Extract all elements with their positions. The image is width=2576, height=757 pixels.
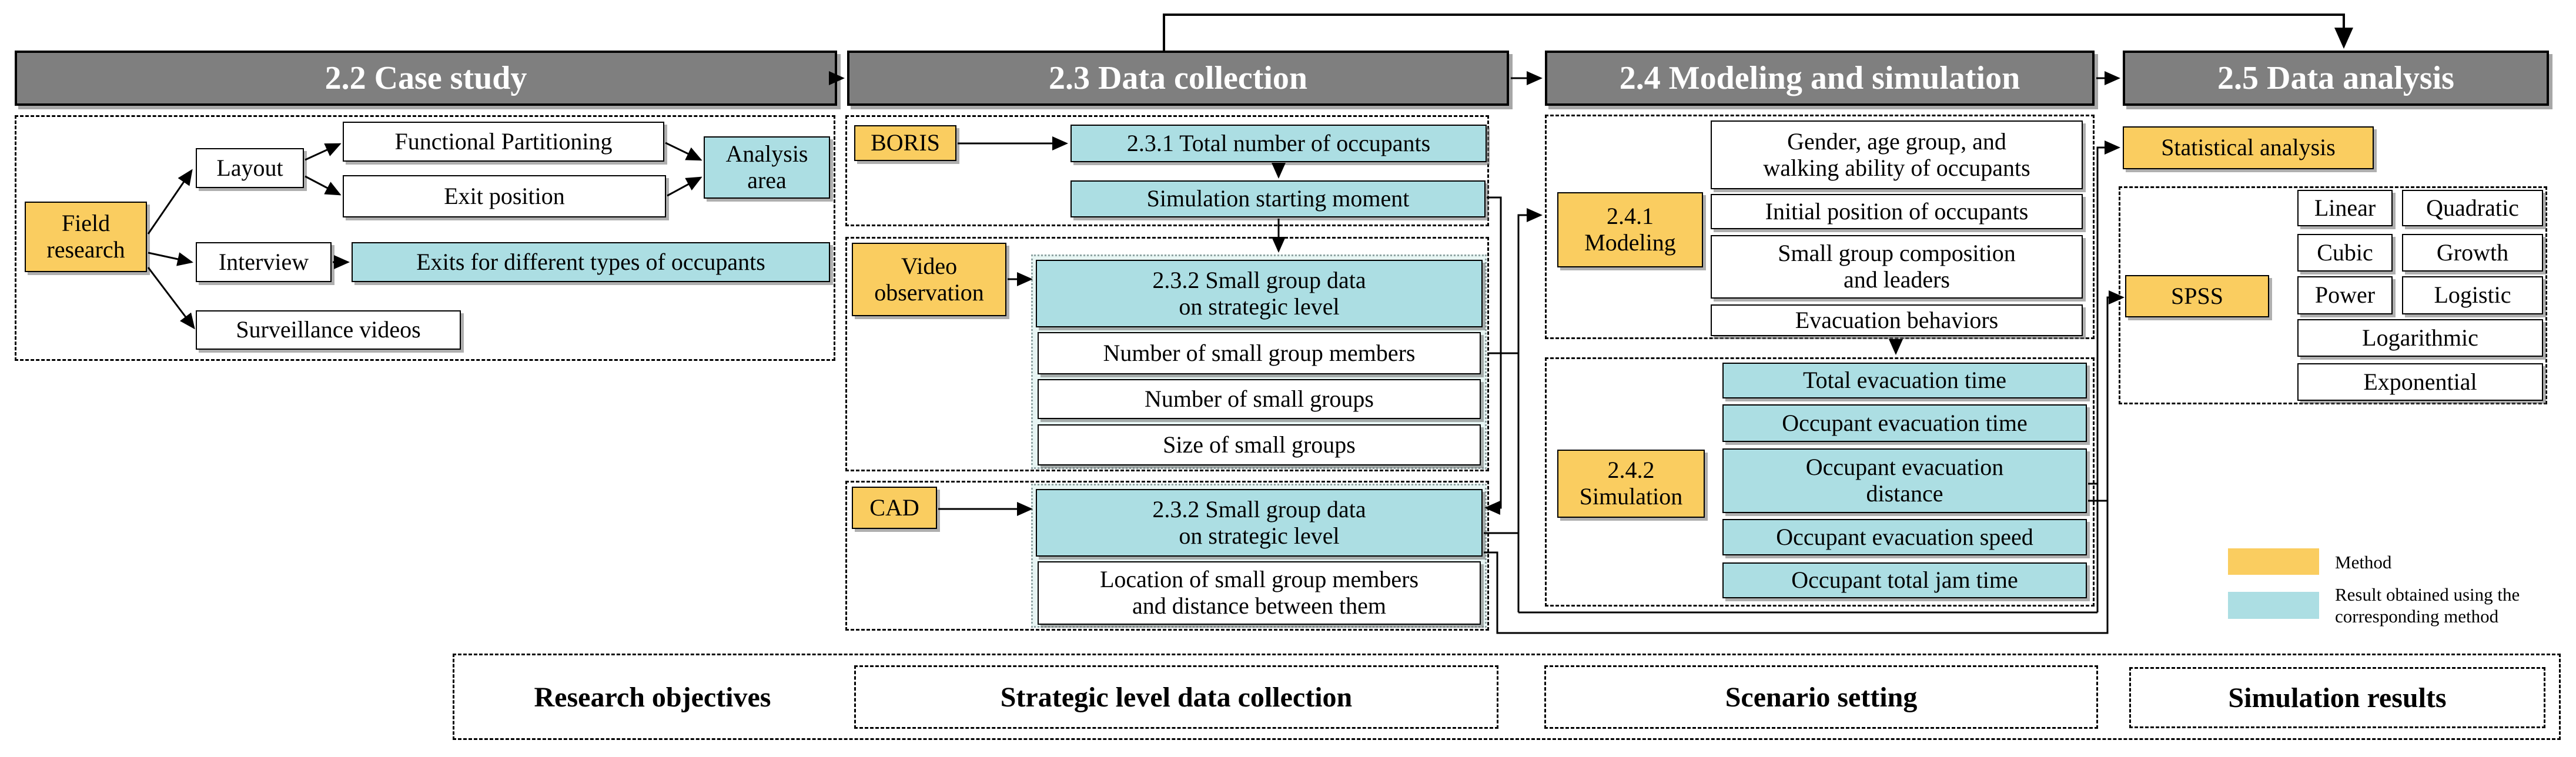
model-logistic-box: Logistic [2402,276,2543,314]
case-study-section-box [15,115,835,361]
small-group-strategic-video-box: 2.3.2 Small group data on strategic leve… [1036,260,1483,327]
video-observation-box: Video observation [852,243,1006,316]
functional-partitioning-box: Functional Partitioning [343,122,664,162]
total-evac-time-box: Total evacuation time [1722,363,2087,398]
model-exponential-box: Exponential [2297,363,2543,401]
boris-group-box [845,115,1489,226]
field-research-box: Field research [25,202,147,272]
header-modeling-simulation: 2.4 Modeling and simulation [1545,51,2095,106]
phase-simulation-results: Simulation results [2129,667,2545,728]
number-members-box: Number of small group members [1038,332,1481,374]
model-quadratic-box: Quadratic [2402,190,2543,226]
model-logarithmic-box: Logarithmic [2297,319,2543,357]
model-linear-box: Linear [2297,190,2393,226]
exit-position-box: Exit position [343,175,666,217]
legend-result-swatch [2228,592,2319,619]
spss-box: SPSS [2125,275,2269,317]
legend-result-label: Result obtained using the corresponding … [2335,584,2520,627]
layout-box: Layout [196,148,304,188]
gender-age-box: Gender, age group, and walking ability o… [1711,120,2083,189]
arrow-trunk-to-statistical [2096,140,2120,612]
arrow-trunk-to-modeling [1517,208,1543,612]
initial-position-box: Initial position of occupants [1711,194,2083,229]
location-members-box: Location of small group members and dist… [1038,561,1481,625]
occupant-evac-distance-box: Occupant evacuation distance [1722,448,2087,513]
model-power-box: Power [2297,276,2393,314]
number-groups-box: Number of small groups [1038,379,1481,419]
arrow-bypass-top [1163,14,2353,51]
legend-method-label: Method [2335,552,2392,572]
analysis-area-box: Analysis area [704,136,830,199]
exits-for-occupants-box: Exits for different types of occupants [352,242,830,282]
composition-leaders-box: Small group composition and leaders [1711,235,2083,299]
boris-box: BORIS [854,125,956,161]
evacuation-behaviors-box: Evacuation behaviors [1711,304,2083,336]
occupant-jam-time-box: Occupant total jam time [1722,562,2087,598]
surveillance-videos-box: Surveillance videos [196,310,461,350]
modeling-box: 2.4.1 Modeling [1557,192,1703,267]
size-groups-box: Size of small groups [1038,424,1481,465]
phase-strategic-data-collection: Strategic level data collection [854,665,1498,729]
phase-research-objectives: Research objectives [534,681,771,713]
phase-row-box [453,654,2561,740]
interview-box: Interview [196,242,332,282]
header-data-analysis: 2.5 Data analysis [2123,51,2549,106]
cad-box: CAD [852,487,937,529]
legend-method-swatch [2228,548,2319,575]
header-data-collection: 2.3 Data collection [847,51,1509,106]
small-group-strategic-cad-box: 2.3.2 Small group data on strategic leve… [1036,489,1483,557]
model-growth-box: Growth [2402,234,2543,272]
model-cubic-box: Cubic [2297,234,2393,272]
statistical-analysis-box: Statistical analysis [2123,126,2374,169]
occupant-evac-time-box: Occupant evacuation time [1722,404,2087,442]
occupant-evac-speed-box: Occupant evacuation speed [1722,519,2087,555]
phase-scenario-setting: Scenario setting [1544,665,2098,729]
header-case-study: 2.2 Case study [15,51,837,106]
total-occupants-box: 2.3.1 Total number of occupants [1070,125,1487,162]
simulation-starting-moment-box: Simulation starting moment [1070,180,1486,217]
simulation-box: 2.4.2 Simulation [1557,450,1705,518]
